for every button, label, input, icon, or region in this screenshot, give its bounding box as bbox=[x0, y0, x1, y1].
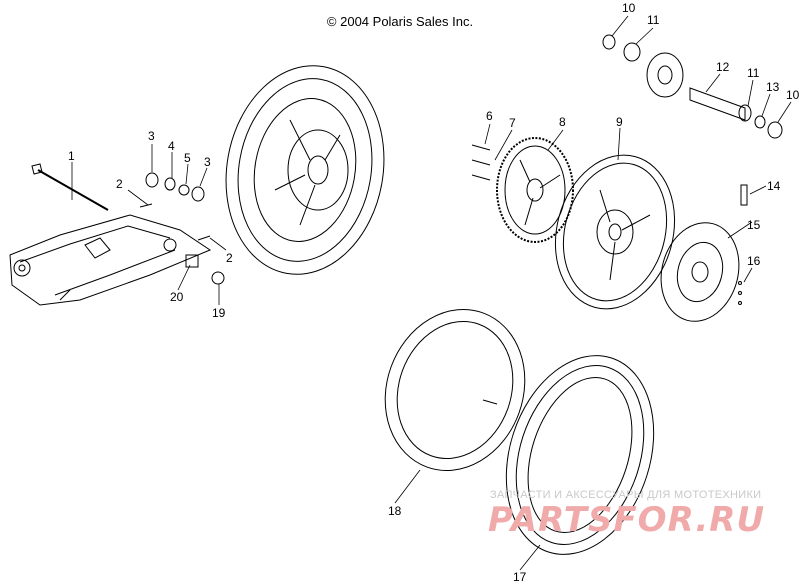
callout-6: 6 bbox=[486, 109, 493, 123]
callout-17: 17 bbox=[513, 570, 527, 584]
bushing-parts bbox=[139, 172, 225, 285]
callout-11a: 11 bbox=[647, 13, 660, 27]
callout-1: 1 bbox=[68, 149, 75, 163]
callout-8: 8 bbox=[559, 115, 566, 129]
callout-2a: 2 bbox=[116, 177, 123, 191]
sprocket bbox=[471, 137, 574, 243]
callout-10a: 10 bbox=[622, 1, 636, 15]
brake-disc bbox=[660, 222, 742, 322]
callout-20: 20 bbox=[170, 290, 184, 304]
callout-19: 19 bbox=[212, 306, 226, 320]
callout-14: 14 bbox=[767, 179, 781, 193]
hub-parts bbox=[602, 34, 783, 206]
callout-12: 12 bbox=[716, 60, 730, 74]
tire bbox=[505, 355, 655, 555]
callout-10b: 10 bbox=[786, 88, 800, 102]
callout-16: 16 bbox=[747, 254, 761, 268]
leader-lines bbox=[71, 15, 792, 571]
wheel-assembled bbox=[225, 65, 385, 275]
callout-labels: 1 2 3 4 5 3 2 20 19 6 7 8 9 10 11 12 11 … bbox=[68, 1, 800, 584]
callout-5: 5 bbox=[184, 151, 191, 165]
watermark-subtitle: ЗАПЧАСТИ И АКСЕССУАРЫ ДЛЯ МОТОТЕХНИКИ bbox=[490, 489, 762, 501]
callout-11b: 11 bbox=[747, 66, 760, 80]
pivot-bolt bbox=[31, 163, 109, 211]
callout-3a: 3 bbox=[148, 129, 155, 143]
callout-18: 18 bbox=[388, 504, 402, 518]
callout-7: 7 bbox=[509, 116, 516, 130]
callout-3b: 3 bbox=[204, 155, 211, 169]
copyright-text: © 2004 Polaris Sales Inc. bbox=[326, 14, 474, 29]
inner-tube bbox=[384, 309, 526, 471]
callout-4: 4 bbox=[168, 139, 175, 153]
wheel-rim bbox=[554, 154, 676, 310]
callout-15: 15 bbox=[747, 218, 761, 232]
callout-9: 9 bbox=[616, 115, 623, 129]
callout-2b: 2 bbox=[226, 251, 233, 265]
swingarm bbox=[9, 214, 212, 306]
callout-13: 13 bbox=[766, 80, 780, 94]
watermark-brand: PARTSFOR.RU bbox=[488, 500, 766, 540]
